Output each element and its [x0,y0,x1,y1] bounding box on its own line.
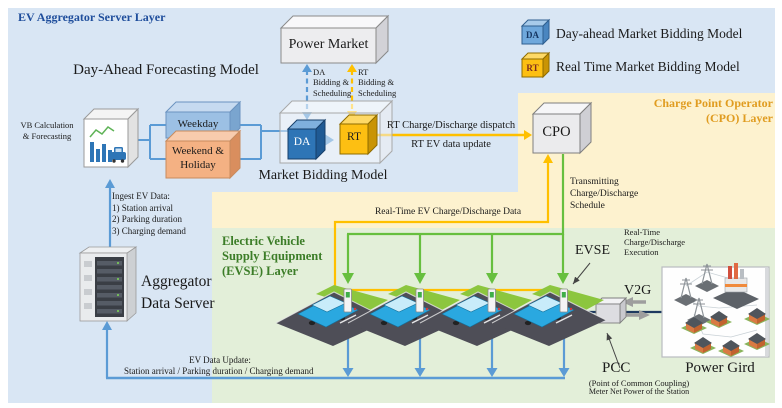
vb-calculation-label: VB Calculation & Forecasting [14,120,80,141]
da-cube-label: DA [293,136,311,148]
execution-note: Real-Time Charge/Discharge Execution [624,227,685,258]
ingest-line-2: 1) Station arrival [112,202,173,213]
rt-bidding-line-3: Scheduling [358,87,397,98]
rt-bidding-note: RT Bidding & Scheduling [358,67,396,98]
transmitting-line-2: Charge/Discharge [570,188,639,199]
schedule-path [346,154,565,274]
pcc-pointer-arrow [606,332,621,369]
ingest-line-3: 2) Parking duration [112,214,182,225]
vb-line-1: VB Calculation [20,120,74,130]
vb-line-2: & Forecasting [22,130,72,141]
weekend-line-1: Weekend & [172,145,224,157]
da-bidding-line-1: DA [313,67,326,77]
pcc-subtitle-2: Meter Net Power of the Station [588,387,690,396]
evse-pointer-arrow [572,262,591,285]
server-icon [78,246,138,322]
aggregator-line-2: Data Server [141,295,215,312]
pcc-label: PCC [602,360,631,376]
legend-rt-label: Real Time Market Bidding Model [556,59,740,74]
v2g-arrows [622,297,650,320]
evse-label: EVSE [575,243,610,258]
weekday-label: Weekday [177,118,219,130]
forecast-chart-icon [89,126,126,163]
cpo-title-line-2: (CPO) Layer [706,110,773,125]
ingest-line-4: 3) Charging demand [112,225,186,236]
weekend-line-2: Holiday [180,158,216,171]
execution-line-3: Execution [624,247,659,258]
forecasting-connectors [128,124,288,160]
rt-update-label: RT EV data update [411,139,491,150]
execution-line-2: Charge/Discharge [624,237,686,248]
power-market-box [279,14,390,65]
power-market-label: Power Market [288,37,369,52]
evse-title-line-3: (EVSE) Layer [222,264,299,278]
ev-update-arrowheads [102,179,570,377]
ev-update-path [105,186,566,380]
cpo-layer-title: Charge Point Operator (CPO) Layer [628,96,773,125]
cpo-cube-label: CPO [542,124,571,140]
execution-line-1: Real-Time [624,227,661,237]
legend-da-cube [520,18,551,46]
server-layer-title: EV Aggregator Server Layer [18,10,166,24]
evse-layer-title: Electric Vehicle Supply Equipment (EVSE)… [222,234,322,279]
power-grid-label: Power Gird [685,360,755,376]
cpo-cube [531,101,593,155]
transmitting-note: Transmitting Charge/Discharge Schedule [570,177,638,212]
legend-da-label: Day-ahead Market Bidding Model [556,26,743,41]
rt-ev-data-label: Real-Time EV Charge/Discharge Data [374,207,522,217]
rt-bidding-line-1: RT [358,67,369,77]
weekend-box [164,129,242,180]
rt-cube-label: RT [346,131,361,143]
legend-rt-abbr: RT [526,63,539,73]
aggregator-server-label: Aggregator Data Server [141,271,215,315]
cpo-title-line-1: Charge Point Operator [653,96,773,110]
pcc-subtitle-1: (Point of Common Coupling) [588,378,690,388]
rt-bidding-line-2: Bidding & [358,77,395,88]
rt-cube [338,113,379,156]
da-bidding-line-2: Bidding & [313,77,350,88]
da-cube [286,118,327,161]
forecasting-title: Day-Ahead Forecasting Model [73,62,259,78]
ev-update-title: EV Data Update: [189,355,251,365]
da-bidding-line-3: Scheduling [313,87,352,98]
aggregator-line-1: Aggregator [141,273,212,290]
weekend-label: Weekend & Holiday [166,145,230,172]
da-bidding-note: DA Bidding & Scheduling [313,67,351,98]
market-bidding-title: Market Bidding Model [258,168,388,183]
v2g-label: V2G [624,283,652,298]
power-grid-illustration [661,263,770,358]
legend-rt-cube [520,51,551,79]
evse-title-line-1: Electric Vehicle [222,234,305,248]
da-to-rt-arrow [323,133,334,147]
ev-update-detail: Station arrival / Parking duration / Cha… [124,366,314,376]
transmitting-line-1: Transmitting [570,177,619,187]
legend-da-abbr: DA [526,30,539,40]
transmitting-line-3: Schedule [570,200,605,211]
schedule-arrowheads [342,273,569,284]
ingest-data-note: Ingest EV Data: 1) Station arrival 2) Pa… [112,191,186,237]
ingest-line-1: Ingest EV Data: [112,191,170,201]
power-plant-icon [713,263,759,309]
evse-title-line-2: Supply Equipment [222,249,323,263]
dispatch-label: RT Charge/Discharge dispatch [386,120,516,131]
